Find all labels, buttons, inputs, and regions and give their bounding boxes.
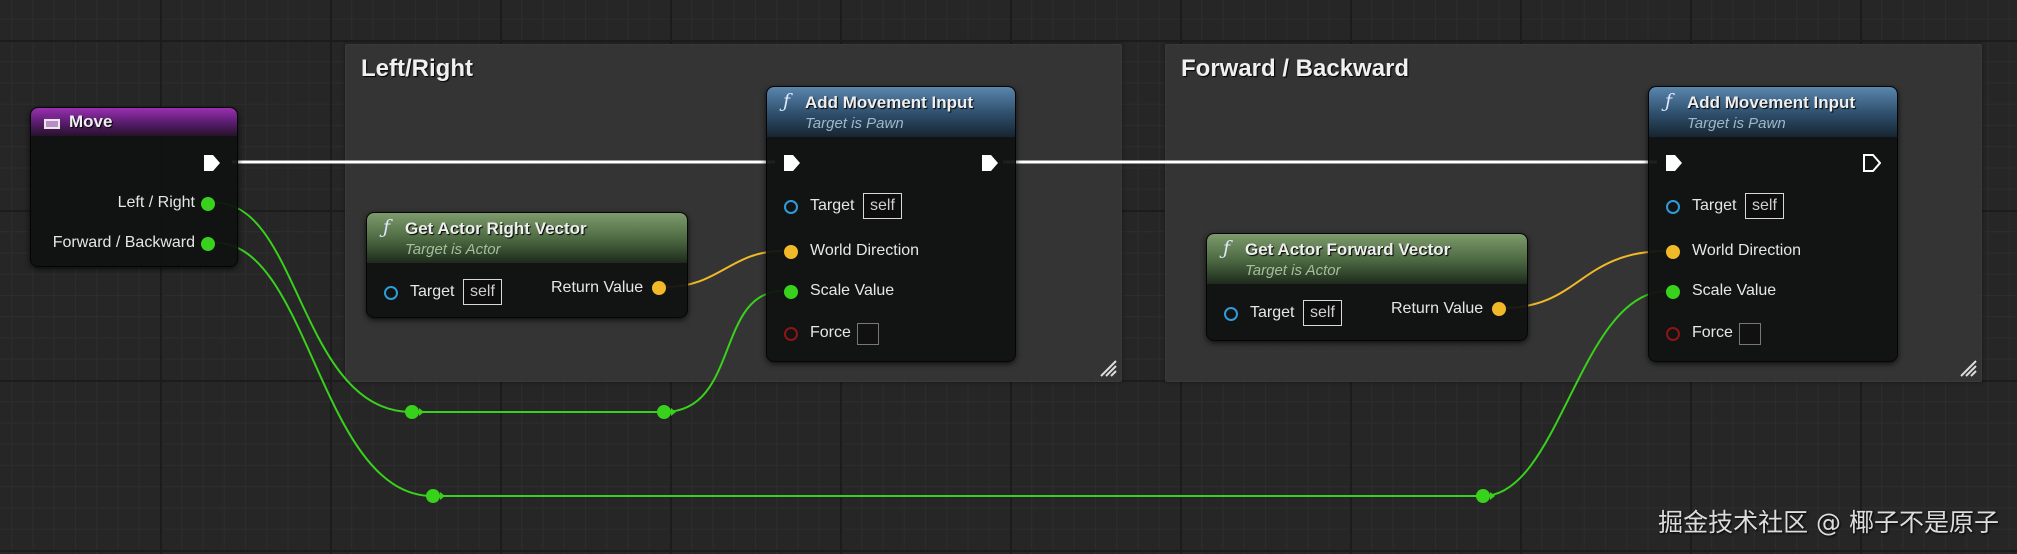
vector-in-pin[interactable] — [1666, 245, 1680, 259]
pin-label-world-direction: World Direction — [1692, 242, 1802, 259]
node-header — [367, 213, 687, 263]
force-checkbox[interactable] — [857, 323, 879, 345]
force-checkbox[interactable] — [1739, 323, 1761, 345]
resize-handle-icon[interactable] — [1099, 359, 1117, 377]
vector-in-pin[interactable] — [784, 245, 798, 259]
resize-handle-icon[interactable] — [1959, 359, 1977, 377]
float-in-pin[interactable] — [784, 285, 798, 299]
object-in-pin[interactable] — [1224, 307, 1238, 321]
reroute-node[interactable] — [1476, 489, 1495, 503]
exec-out-pin[interactable] — [981, 154, 999, 172]
object-in-pin[interactable] — [384, 286, 398, 300]
node-title: Add Movement Input — [805, 93, 974, 112]
add-movement-input-node-forward-backward[interactable]: ƒ Add Movement Input Target is Pawn Targ… — [1648, 86, 1898, 362]
bool-in-pin[interactable] — [1666, 327, 1680, 341]
pin-label-target: Target — [410, 283, 455, 300]
node-title: Get Actor Right Vector — [405, 219, 587, 238]
node-title: Get Actor Forward Vector — [1245, 240, 1451, 259]
watermark: 掘金技术社区 @ 椰子不是原子 — [1658, 508, 1999, 537]
node-header — [767, 87, 1015, 137]
object-in-pin[interactable] — [784, 200, 798, 214]
pin-label-force: Force — [1692, 324, 1733, 341]
pin-label-left-right: Left / Right — [117, 194, 195, 211]
node-subtitle: Target is Pawn — [1687, 115, 1786, 132]
reroute-node[interactable] — [657, 405, 676, 419]
get-actor-forward-vector-node[interactable]: ƒ Get Actor Forward Vector Target is Act… — [1206, 233, 1528, 341]
add-movement-input-node-left-right[interactable]: ƒ Add Movement Input Target is Pawn Targ… — [766, 86, 1016, 362]
reroute-node[interactable] — [426, 489, 445, 503]
node-header — [31, 108, 237, 136]
float-out-pin[interactable] — [201, 197, 215, 211]
pin-label-target: Target — [1692, 197, 1737, 214]
target-self-field[interactable]: self — [863, 193, 902, 219]
target-self-field[interactable]: self — [1745, 193, 1784, 219]
exec-out-pin[interactable] — [203, 154, 221, 172]
node-header — [1207, 234, 1527, 284]
event-node-move[interactable]: Move Left / Right Forward / Backward — [30, 107, 238, 267]
pin-label-target: Target — [810, 197, 855, 214]
function-icon: ƒ — [383, 216, 391, 238]
node-header — [1649, 87, 1897, 137]
node-subtitle: Target is Pawn — [805, 115, 904, 132]
pin-label-return-value: Return Value — [551, 279, 644, 296]
vector-out-pin[interactable] — [1492, 302, 1506, 316]
pin-label-forward-backward: Forward / Backward — [52, 234, 195, 251]
pin-label-scale-value: Scale Value — [1692, 282, 1777, 299]
node-title: Move — [69, 112, 113, 131]
function-icon: ƒ — [1665, 90, 1673, 112]
reroute-node[interactable] — [405, 405, 424, 419]
comment-title[interactable]: Forward / Backward — [1181, 55, 1410, 82]
float-wire[interactable] — [215, 202, 784, 413]
pin-label-target: Target — [1250, 304, 1295, 321]
object-in-pin[interactable] — [1666, 200, 1680, 214]
node-title: Add Movement Input — [1687, 93, 1856, 112]
target-self-field[interactable]: self — [463, 279, 502, 305]
exec-in-pin[interactable] — [783, 154, 801, 172]
target-self-field[interactable]: self — [1303, 300, 1342, 326]
pin-label-force: Force — [810, 324, 851, 341]
pin-label-return-value: Return Value — [1391, 300, 1484, 317]
float-out-pin[interactable] — [201, 237, 215, 251]
node-subtitle: Target is Actor — [1245, 262, 1341, 279]
comment-title[interactable]: Left/Right — [361, 55, 473, 82]
exec-in-pin[interactable] — [1665, 154, 1683, 172]
vector-out-pin[interactable] — [652, 281, 666, 295]
pin-label-scale-value: Scale Value — [810, 282, 895, 299]
get-actor-right-vector-node[interactable]: ƒ Get Actor Right Vector Target is Actor… — [366, 212, 688, 318]
bool-in-pin[interactable] — [784, 327, 798, 341]
float-in-pin[interactable] — [1666, 285, 1680, 299]
event-icon — [44, 115, 60, 129]
function-icon: ƒ — [783, 90, 791, 112]
node-subtitle: Target is Actor — [405, 241, 501, 258]
pin-label-world-direction: World Direction — [810, 242, 920, 259]
exec-out-pin[interactable] — [1863, 154, 1881, 172]
function-icon: ƒ — [1223, 237, 1231, 259]
